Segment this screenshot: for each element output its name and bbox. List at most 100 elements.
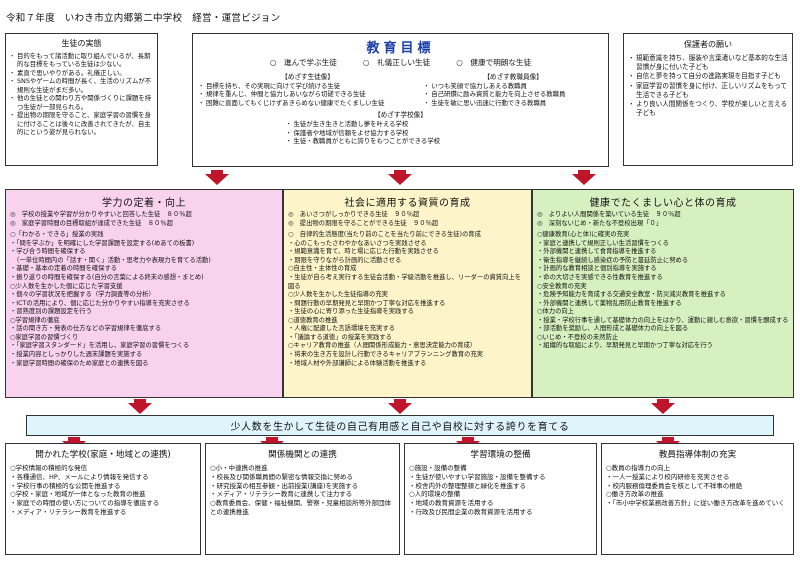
- page-title: 令和７年度 いわき市立内郷第二中学校 経営・運営ビジョン: [6, 13, 281, 24]
- text-row: ○ 自律的生活態度(当たり前のことを当たり前にできる生徒)の育成: [288, 231, 481, 239]
- bottom-box-agencies: 関係機関との連携 ○小・中連携の推進・校長及び関係職員間の緊密な情報交換に努める…: [205, 443, 400, 555]
- student-status-heading: 生徒の実態: [61, 39, 102, 48]
- text-row: （一単位時間内の「話す・聞く」活動・思考力や表現力を育てる活動): [10, 256, 211, 264]
- text-row: ○「わかる・できる」授業の実践: [10, 231, 104, 239]
- text-row: ○教育委員会、保健・福祉機関、警察・児童相談所等外部団体との連携推進: [210, 499, 392, 517]
- education-goal-heading: 教育目標: [366, 41, 435, 56]
- text-row: ・家庭学習時間の確保のため家庭との連携を図る: [10, 359, 149, 367]
- student-ideal-heading: 【めざす生徒像】: [281, 73, 334, 81]
- text-row: ・ICTの活用により、個に応じた分かりやすい指導を充実させる: [10, 299, 190, 307]
- text-row: ・家庭での時間の使い方についての指導を徹底する: [10, 499, 160, 508]
- list-item: 保護者や地域が信頼をよせ協力する学校: [286, 129, 516, 138]
- list-item: 生徒を敏に思い迅速に行動できる教職員: [423, 99, 603, 108]
- text-row: ○施設・設備の整備: [409, 464, 467, 472]
- text-row: ○教員の指導力の向上: [606, 464, 671, 472]
- education-goal-box: 教育目標 ○ 進んで学ぶ生徒○ 礼儀正しい生徒○ 健康で明朗な生徒 【めざす生徒…: [192, 33, 609, 167]
- text-row: ○人的環境の整備: [409, 490, 461, 499]
- student-status-list: 目的をもって諸活動に取り組んでいるが、長期的な目標をもっている生徒は少ない。素直…: [9, 52, 154, 137]
- list-item: 家庭学習の習慣を身に付け、正しいリズムをもって生活できる子ども: [628, 82, 788, 100]
- text-row: ・一人一授業により校内研修を充実させる: [606, 472, 730, 481]
- text-row: ○自主性・主体性の育成: [288, 265, 357, 273]
- text-row: ・習熟度別の課題設定を行う: [10, 308, 92, 316]
- pillar-health-body: ○健康教育(心と体)に確実の充実・家庭と連携して規則正しい生活習慣をつくる・外部…: [537, 231, 789, 351]
- pillar-social-heading: 社会に適用する資質の育成: [344, 198, 471, 209]
- text-row: ・部活動を奨励し、人間形成と基礎体力の向上を図る: [537, 325, 689, 333]
- text-row: ○働き方改革の推進: [606, 490, 664, 499]
- text-row: ・授業内容としっかりした週末課題を実施する: [10, 351, 143, 358]
- list-item: 他の生徒との関わり方や関係づくりに課題を持つ生徒が一部見られる。: [9, 94, 154, 111]
- text-row: ・生徒が使いやすい学習施設・設備を整備する: [409, 472, 546, 481]
- goal-item: ○ 健康で明朗な生徒: [456, 58, 532, 67]
- text-row: ・地域の教育資源を活用する: [409, 499, 494, 508]
- text-row: ・校舎内外の整理整頓と緑化を推進する: [409, 481, 526, 490]
- text-row: ○少人数を生かした個に応じた学習支援: [10, 282, 123, 290]
- pillar-academic-body: ○「わかる・できる」授業の実践・「問を学ぶか」を明確にした学習課題を設定する(め…: [10, 231, 278, 368]
- text-row: ○キャリア教育の推進（人間関係形成能力・意思決定能力の育成）: [288, 342, 477, 350]
- text-row: ・危険予知能力を育成する交通安全教室・防災減災教育を推進する: [537, 291, 726, 299]
- text-row: ○道徳教育の推進: [288, 316, 338, 324]
- text-row: ○学校情報の積極的な発信: [10, 464, 88, 472]
- list-item: 素直で思いやりがある。礼儀正しい。: [9, 69, 154, 78]
- text-row: ○いじめ・不登校の未然防止: [537, 333, 619, 341]
- text-row: ・授業・学校行事を通して基礎体力の向上をはかり、運動に親しむ意欲・習慣を醸成する: [537, 316, 789, 324]
- policy-banner-text: 少人数を生かして生徒の自己有用感と自己や自校に対する誇りを育てる: [230, 422, 570, 433]
- text-row: ・計画的な教育相談と個別指導を実施する: [537, 265, 657, 273]
- text-row: ・地域人材や外部講師による体験活動を推進する: [288, 359, 427, 367]
- bottom-box-heading: 開かれた学校(家庭・地域との連携): [35, 450, 171, 460]
- goal-item: ○ 進んで学ぶ生徒: [269, 58, 337, 67]
- text-row: ・人権に配慮した言語環境を充実する: [288, 325, 396, 333]
- list-item: いつも笑顔で協力しあえる教職員: [423, 82, 603, 91]
- text-row: ・「市小中学校業務改善方針」に従い働き方改革を進めていく: [606, 499, 785, 508]
- pillar-academic-heading: 学力の定着・向上: [102, 198, 186, 209]
- text-row: ・生徒が自ら考え実行する生徒会活動・学級活動を推進し、リーダーの資質向上を図る: [288, 273, 521, 290]
- text-row: ・「議論する道徳」の授業を実践する: [288, 333, 392, 341]
- bottom-box-heading: 関係機関との連携: [268, 450, 337, 460]
- school-ideal-list: 生徒が生き生きと活動し夢を叶える学校保護者や地域が信頼をよせ協力する学校生徒・教…: [286, 120, 516, 146]
- text-row: ・話の聞き方・発表の仕方などの学習規律を徹底する: [10, 325, 162, 333]
- text-row: ◎ 深刻ないじめ・新たな不登校出現「０」: [537, 219, 663, 227]
- text-row: ・「問を学ぶか」を明確にした学習課題を設定する(めあての板書): [10, 239, 195, 247]
- list-item: 生徒・教職員がともに誇りをもつことができる学校: [286, 137, 516, 146]
- text-row: ・衛生指導を継続し感染症の予防と蔓延防止に努める: [537, 256, 689, 264]
- list-item: 生徒が生き生きと活動し夢を叶える学校: [286, 120, 516, 129]
- text-row: ・校内服務倫理委員会を核として不祥事の根絶: [606, 481, 743, 490]
- text-row: ○体力の向上: [537, 308, 574, 316]
- text-row: ○家庭学習の習慣づくり: [10, 333, 79, 341]
- pillar-social-body: ○ 自律的生活態度(当たり前のことを当たり前にできる生徒)の育成・心のこもったさ…: [288, 231, 527, 368]
- list-item: 目的をもって諸活動に取り組んでいるが、長期的な目標をもっている生徒は少ない。: [9, 52, 154, 69]
- arrow-down-icon: [128, 403, 152, 414]
- student-status-box: 生徒の実態 目的をもって諸活動に取り組んでいるが、長期的な目標をもっている生徒は…: [5, 33, 158, 166]
- text-row: ・期限を守りながら計画的に活動させる: [288, 256, 402, 264]
- list-item: 規範意識を持ち、服装や言葉遣いなど基本的な生活習慣が身に付いた子ども: [628, 54, 788, 72]
- text-row: ・メディア・リテラシー教育に連携して注力する: [210, 490, 353, 499]
- bottom-box-list: ○教員の指導力の向上・一人一授業により校内研修を充実させる・校内服務倫理委員会を…: [606, 464, 789, 508]
- policy-banner: 少人数を生かして生徒の自己有用感と自己や自校に対する誇りを育てる: [26, 415, 774, 436]
- text-row: ・学校行事の積極的な公開を推進する: [10, 481, 121, 490]
- student-ideal-list: 目標を持ち、その実現に向けて学び続ける生徒規律を重んじ、仲間と協力しあいながら切…: [198, 82, 417, 108]
- text-row: ・家庭と連携して規則正しい生活習慣をつくる: [537, 239, 669, 247]
- text-row: ・個々の学習状況を把握する（学力調査等の分析）: [10, 291, 155, 299]
- pillar-health-targets: ◎ よりよい人間関係を築いている生徒 ９０％超◎ 深刻ないじめ・新たな不登校出現…: [537, 211, 789, 228]
- text-row: ○健康教育(心と体)に確実の充実: [537, 231, 630, 239]
- text-row: ・各種通信、HP、メールにより情報を発信する: [10, 472, 149, 481]
- text-row: ・心のこもったさわやかなあいさつを実践させる: [288, 239, 427, 247]
- text-row: ・行政及び民間企業の教育資源を活用する: [409, 508, 533, 517]
- arrow-down-icon: [205, 174, 229, 185]
- text-row: ・メディア・リテラシー教育を推進する: [10, 508, 127, 517]
- pillar-academic: 学力の定着・向上 ◎ 学校の授業や学習が分かりやすいと回答した生徒 ８０％超◎ …: [5, 189, 283, 398]
- list-item: 目標を持ち、その実現に向けて学び続ける生徒: [198, 82, 417, 91]
- text-row: ◎ 家庭学習時間の目標取組が達成できた生徒 ８０％超: [10, 219, 173, 227]
- text-row: ・将来の生き方を設計し行動できるキャリアプランニング教育の充実: [288, 351, 484, 358]
- teacher-ideal-heading: 【めざす教職員像】: [483, 73, 543, 81]
- text-row: ・命の大切さを実感できる性教育を推進する: [537, 273, 663, 281]
- list-item: 提出物の期限を守ること、家庭学習の習慣を身に付けることは後々に改善されてきたが、…: [9, 111, 154, 136]
- arrow-down-icon: [388, 174, 412, 185]
- bottom-box-heading: 教員指導体制の充実: [658, 450, 737, 460]
- bottom-box-open-school: 開かれた学校(家庭・地域との連携) ○学校情報の積極的な発信・各種通信、HP、メ…: [5, 443, 201, 555]
- parent-wishes-box: 保護者の願い 規範意識を持ち、服装や言葉遣いなど基本的な生活習慣が身に付いた子ど…: [623, 33, 793, 166]
- list-item: SNSやゲームの時間が長く、生活のリズムが不規則な生徒がまだ多い。: [9, 77, 154, 94]
- text-row: ・外部機関と連携して食育指導を推進する: [537, 248, 657, 256]
- text-row: ・学び合う時間を確保する: [10, 248, 86, 256]
- bottom-box-environment: 学習環境の整備 ○施設・設備の整備・生徒が使いやすい学習施設・設備を整備する・校…: [404, 443, 597, 555]
- text-row: ・研究授業の相互参観・出前授業(講座)を実施する: [210, 481, 359, 490]
